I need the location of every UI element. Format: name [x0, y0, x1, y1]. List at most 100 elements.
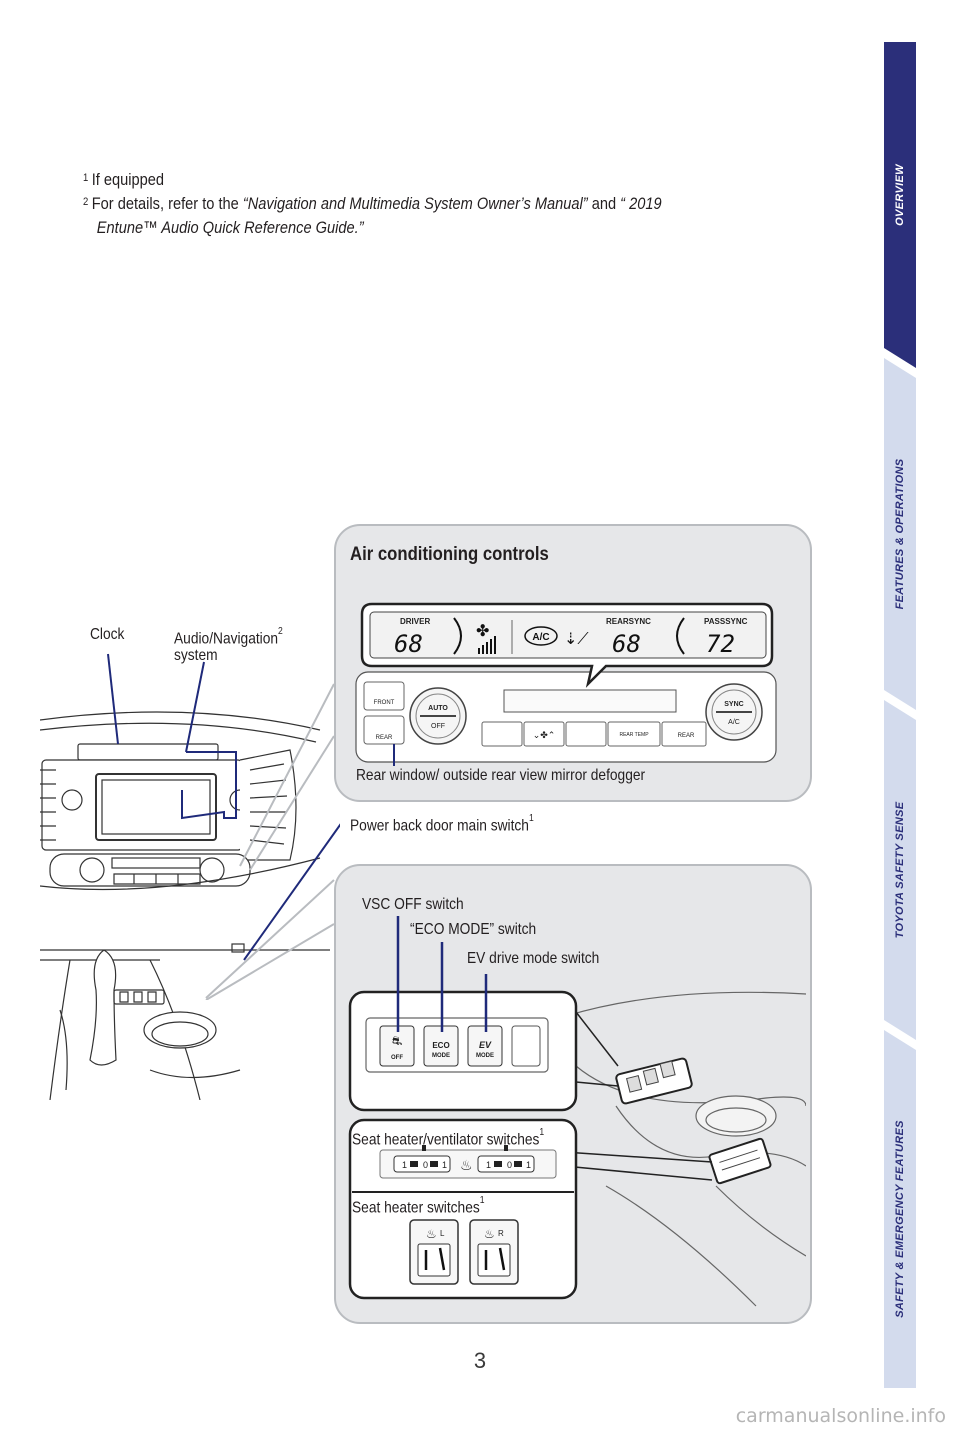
- seat-vent-left-marker-1: [410, 1161, 418, 1167]
- climate-display-slot: [111, 857, 201, 869]
- defogger-callout: Rear window/ outside rear view mirror de…: [356, 767, 646, 784]
- switch-bank-zoom: [615, 1057, 693, 1105]
- seat-zoom-leader-2: [563, 1165, 713, 1181]
- climate-button-row: [113, 873, 201, 885]
- switch-zoom-leader-1: [575, 1011, 619, 1067]
- seat-switch-zoom: [708, 1137, 772, 1185]
- vsc-off-label: OFF: [391, 1055, 403, 1061]
- footnote-2-cont: Entune™ Audio Quick Reference Guide.”: [96, 218, 364, 237]
- vsc-skid-icon: ⛐: [392, 1034, 402, 1048]
- seat-vent-left-indicator: [422, 1145, 426, 1151]
- power-back-door-pointer-line: [243, 823, 340, 961]
- driver-zone-bracket: [453, 617, 462, 655]
- tab-features-operations[interactable]: FEATURES & OPERATIONS: [894, 458, 906, 610]
- seat-heater-right-bar-2: [498, 1247, 506, 1271]
- seat-vent-right-switch[interactable]: [477, 1155, 535, 1173]
- switch-bank-zoom-switches: [625, 1060, 676, 1093]
- auto-label: AUTO: [428, 705, 448, 712]
- cup-holder-detail: [695, 1095, 777, 1137]
- seat-vent-left-pos-1: 1: [402, 1160, 407, 1170]
- airflow-mode-button[interactable]: [565, 721, 607, 747]
- section-tabs: OVERVIEW FEATURES & OPERATIONS TOYOTA SA…: [884, 42, 916, 1388]
- seat-switch-zoom-box: [708, 1137, 772, 1185]
- ac-badge-outline: [524, 626, 558, 646]
- fan-speed-button[interactable]: [523, 721, 565, 747]
- seat-heater-right-label: R: [498, 1229, 504, 1238]
- pass-temp: 72: [706, 630, 735, 658]
- console-switch-bank: [113, 989, 165, 1005]
- off-label: OFF: [431, 723, 445, 730]
- seat-vent-right-pos-0: 0: [507, 1160, 512, 1170]
- seat-vent-callout-label: Seat heater/ventilator switches: [352, 1131, 540, 1149]
- fan-speed-icon: ⌄✤⌃: [533, 730, 556, 740]
- airflow-mode-icon: ⇣⟋: [564, 631, 589, 648]
- console-lead-line-2: [205, 923, 335, 1000]
- eco-mode-label: MODE: [432, 1053, 450, 1059]
- page-number: 3: [473, 1348, 487, 1373]
- climate-knob-right: [199, 857, 225, 883]
- seat-vent-right-indicator: [504, 1145, 508, 1151]
- watermark: carmanualsonline.info: [735, 1405, 946, 1427]
- seat-vent-callout-sup: 1: [539, 1127, 545, 1138]
- seat-zoom-leader-1: [563, 1151, 713, 1163]
- tab-toyota-safety-sense[interactable]: TOYOTA SAFETY SENSE: [894, 801, 906, 939]
- ac-panel-title: Air conditioning controls: [350, 544, 549, 565]
- volume-knob: [61, 789, 83, 811]
- ev-mode-callout: EV drive mode switch: [467, 950, 600, 967]
- seat-heater-right-rocker: [477, 1243, 511, 1277]
- seat-heater-left-icon: ♨: [426, 1227, 437, 1241]
- console-contours: [59, 1009, 241, 1091]
- auto-knob-ring: [415, 693, 461, 739]
- pass-sync-label: PASSSYNC: [704, 617, 748, 626]
- front-defrost-button[interactable]: [363, 681, 405, 711]
- power-back-door-switch: [231, 943, 245, 953]
- blank-switch: [511, 1025, 541, 1067]
- cup-holder-inner: [151, 1021, 209, 1047]
- seat-heater-left-label: L: [440, 1229, 445, 1238]
- dash-top-line: [40, 711, 321, 731]
- seat-heater-left-bar-2: [438, 1247, 446, 1271]
- sync-ac-label: A/C: [728, 719, 740, 726]
- switch-zoom-leader-2: [575, 1081, 619, 1087]
- seat-vent-right-marker-1: [494, 1161, 502, 1167]
- tab-overview[interactable]: OVERVIEW: [894, 164, 906, 226]
- seat-vent-left-switch[interactable]: [393, 1155, 451, 1173]
- seat-heater-left-rocker: [417, 1243, 451, 1277]
- console-bg-line-1: [565, 991, 806, 1017]
- right-vent: [239, 749, 297, 861]
- console-bg-line-4: [605, 1185, 806, 1307]
- dash-callout-lines: [107, 653, 340, 1000]
- seat-vent-left-pos-1b: 1: [442, 1160, 447, 1170]
- clock-pointer-line: [107, 653, 119, 745]
- dash-top-line-2: [40, 722, 317, 743]
- tab-shape-overview: [884, 42, 916, 368]
- rear-defogger-label: REAR: [376, 735, 393, 741]
- clock-callout: Clock: [90, 626, 125, 643]
- recirculation-button[interactable]: [481, 721, 523, 747]
- rear-climate-label: REAR: [678, 733, 695, 739]
- touchscreen-inner: [101, 779, 211, 835]
- rear-temp-button[interactable]: [607, 721, 661, 747]
- tab-shape-features: [884, 358, 916, 710]
- cup-holder-detail-inner: [705, 1107, 767, 1133]
- cup-holder: [143, 1011, 217, 1049]
- rear-defogger-button[interactable]: [363, 715, 405, 745]
- eco-mode-callout: “ECO MODE” switch: [410, 921, 537, 938]
- seat-heat-icon: ♨: [460, 1157, 473, 1173]
- seat-switch-zoom-lines: [719, 1149, 761, 1171]
- rear-temp: 68: [612, 630, 641, 658]
- left-vent-slats: [40, 769, 56, 841]
- front-defrost-label: FRONT: [374, 700, 395, 706]
- seat-heater-right-icon: ♨: [484, 1227, 495, 1241]
- seat-vent-callout: Seat heater/ventilator switches1: [352, 1127, 545, 1149]
- center-display-slot: [503, 689, 677, 713]
- ac-panel-lead-line-1: [239, 683, 335, 867]
- fan-level-bars-icon: [478, 636, 496, 654]
- rear-climate-button[interactable]: [661, 721, 707, 747]
- sync-knob-ring: [711, 689, 757, 735]
- ev-label: EV: [479, 1040, 492, 1050]
- seat-vent-right-pos-1: 1: [486, 1160, 491, 1170]
- tab-safety-emergency[interactable]: SAFETY & EMERGENCY FEATURES: [894, 1120, 906, 1318]
